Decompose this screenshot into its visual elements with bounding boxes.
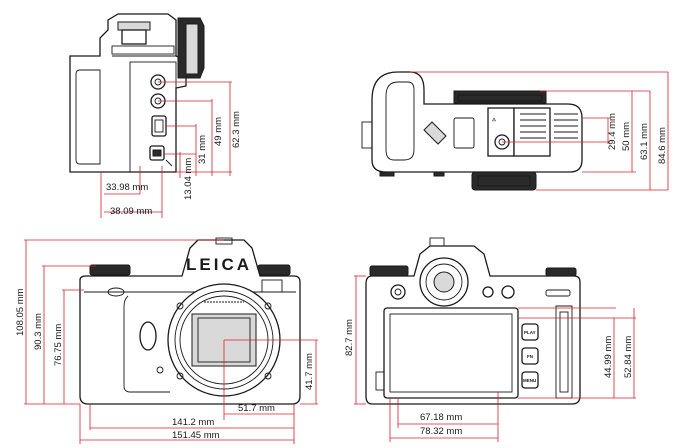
menu-button-label: MENU xyxy=(523,378,536,383)
side-dim-height-4: 62.3 mm xyxy=(231,111,242,148)
side-dimension-lines xyxy=(100,81,232,218)
back-view: PLAY FN MENU 82.7 mm 44.99 mm 52.84 mm 6… xyxy=(344,237,636,442)
top-dim-3: 63.1 mm xyxy=(639,123,650,160)
back-dim-height-3: 52.84 mm xyxy=(623,336,634,378)
back-dim-width-2: 78.32 mm xyxy=(420,426,462,437)
fn-button-label: FN xyxy=(527,354,533,359)
front-dim-height-1: 108.05 mm xyxy=(15,288,26,336)
side-dim-height-1: 13.04 mm xyxy=(183,158,194,200)
play-button-label: PLAY xyxy=(524,330,536,335)
play-button xyxy=(521,323,539,341)
front-dim-width-3: 151.45 mm xyxy=(172,430,220,441)
back-dim-height-1: 82.7 mm xyxy=(344,319,355,356)
menu-button xyxy=(521,371,539,389)
top-dim-4: 84.6 mm xyxy=(657,127,668,164)
front-dimension-lines xyxy=(24,239,318,444)
fn-button xyxy=(521,347,539,365)
svg-text:⚠: ⚠ xyxy=(492,117,497,122)
back-dim-width-1: 67.18 mm xyxy=(420,412,462,423)
top-dim-1: 29.4 mm xyxy=(607,113,618,150)
back-dim-height-2: 44.99 mm xyxy=(603,336,614,378)
front-dim-height-3: 76.75 mm xyxy=(53,324,64,366)
side-dim-height-2: 31 mm xyxy=(197,135,208,164)
front-dim-height-2: 90.3 mm xyxy=(33,313,44,350)
side-dim-height-3: 49 mm xyxy=(213,117,224,146)
top-dim-2: 50 mm xyxy=(621,122,632,151)
front-dim-width-1: 51.7 mm xyxy=(238,403,275,414)
side-view: 33.98 mm 38.09 mm 13.04 mm 31 mm 49 mm 6… xyxy=(69,13,242,218)
brand-logo-front: LEICA xyxy=(186,255,252,274)
side-dim-width-2: 38.09 mm xyxy=(110,206,152,217)
top-label-lines xyxy=(520,113,578,139)
side-dim-width-1: 33.98 mm xyxy=(106,182,148,193)
front-dim-height-4: 41.7 mm xyxy=(304,353,315,390)
top-view: ⚠ xyxy=(361,71,669,191)
front-dim-width-2: 141.2 mm xyxy=(172,417,214,428)
front-view: LEICA xyxy=(15,237,318,444)
top-dimension-lines xyxy=(410,71,669,191)
back-dimension-lines xyxy=(354,275,636,442)
